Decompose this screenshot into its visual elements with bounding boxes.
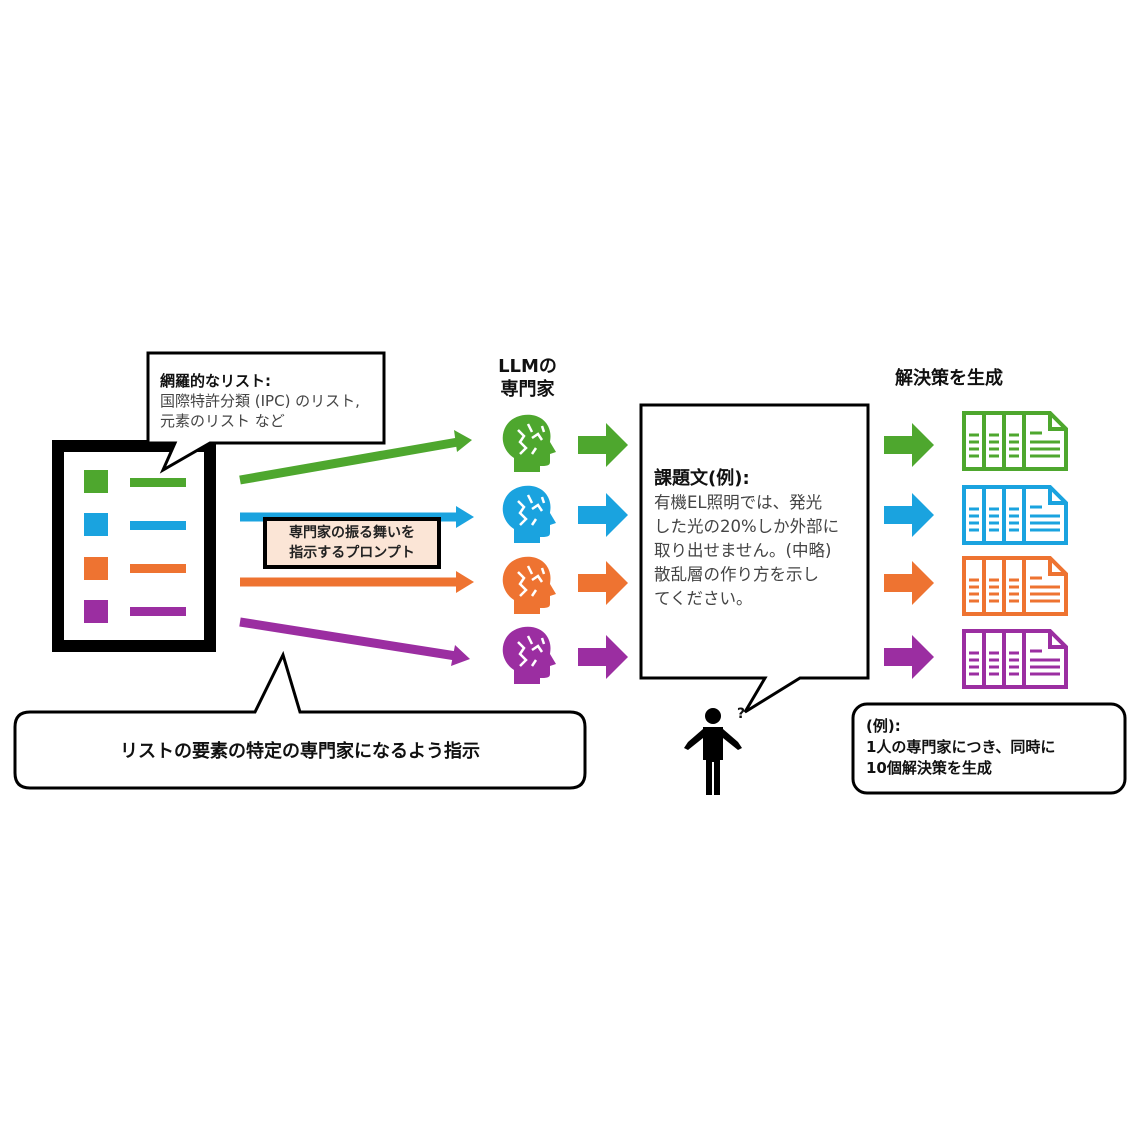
brain-head-icon	[501, 484, 558, 545]
arrow-right-icon	[578, 561, 628, 605]
documents-icon	[962, 411, 1068, 471]
example-line2: 10個解決策を生成	[866, 759, 992, 777]
brain-head-icon	[501, 555, 558, 616]
example-box	[851, 702, 1127, 795]
arrow-right-icon	[884, 423, 934, 467]
problem-line: 取り出せません。(中略)	[654, 541, 832, 560]
arrow-right-icon	[578, 493, 628, 537]
list-callout-title: 網羅的なリスト:	[160, 372, 271, 390]
experts-label: LLMの 専門家	[490, 355, 565, 401]
experts-label-line2: 専門家	[500, 379, 555, 400]
problem-text: 課題文(例): 有機EL照明では、発光 した光の20%しか外部に 取り出せません…	[654, 467, 839, 611]
prompt-box: 専門家の振る舞いを 指示するプロンプト	[263, 517, 441, 569]
documents-icon	[962, 629, 1068, 689]
person-shrug-icon	[684, 708, 742, 795]
list-callout-bubble	[146, 351, 386, 474]
problem-line: 有機EL照明では、発光	[654, 493, 823, 512]
clipboard-list-icon	[52, 440, 216, 652]
brain-head-icon	[501, 625, 558, 686]
documents-icon	[962, 556, 1068, 616]
experts-label-line1: LLMの	[498, 356, 557, 377]
brain-head-icon	[501, 413, 558, 474]
problem-line: した光の20%しか外部に	[654, 517, 840, 536]
problem-line: 散乱層の作り方を示し	[654, 565, 819, 584]
arrow-right-icon	[578, 635, 628, 679]
list-callout-text: 網羅的なリスト: 国際特許分類 (IPC) のリスト, 元素のリスト など	[160, 371, 360, 431]
list-callout-line1: 国際特許分類 (IPC) のリスト,	[160, 392, 360, 410]
problem-title: 課題文(例):	[654, 468, 750, 489]
solutions-label: 解決策を生成	[895, 368, 1003, 389]
problem-line: てください。	[654, 589, 753, 608]
example-text: (例): 1人の専門家につき、同時に 10個解決策を生成	[866, 716, 1055, 779]
arrow-right-icon	[884, 561, 934, 605]
instruction-callout-bubble	[13, 650, 587, 790]
arrow-right-icon	[884, 493, 934, 537]
example-line1: 1人の専門家につき、同時に	[866, 738, 1056, 756]
arrow-right-icon	[578, 423, 628, 467]
problem-callout-bubble	[639, 403, 870, 714]
prompt-line2: 指示するプロンプト	[289, 545, 415, 561]
example-title: (例):	[866, 717, 901, 735]
question-mark: ?	[737, 706, 746, 722]
list-callout-line2: 元素のリスト など	[160, 412, 285, 430]
prompt-line1: 専門家の振る舞いを	[289, 525, 415, 541]
instruction-callout-text: リストの要素の特定の専門家になるよう指示	[120, 741, 480, 762]
arrow-right-icon	[884, 635, 934, 679]
documents-icon	[962, 485, 1068, 545]
